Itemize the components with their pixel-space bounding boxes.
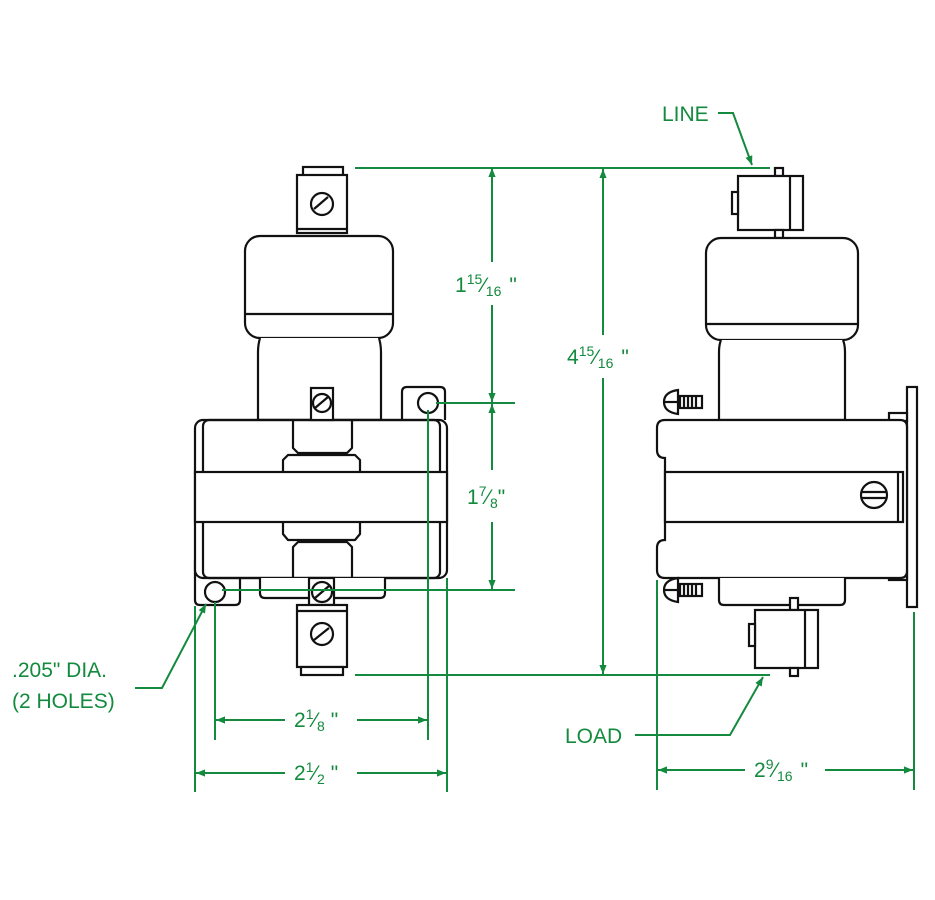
load-label: LOAD — [565, 725, 622, 748]
dim-overall-height: 415⁄16" — [567, 343, 629, 371]
dim-overall-width: 21⁄2" — [294, 759, 338, 787]
screw-icon — [309, 621, 335, 647]
fuse-cap-top — [243, 234, 395, 340]
dim-top-to-mount: 115⁄16" — [455, 271, 517, 299]
screw-icon — [311, 392, 333, 414]
body-band — [193, 470, 449, 524]
mounting-plate — [905, 385, 919, 609]
line-label: LINE — [662, 103, 709, 126]
front-view — [193, 165, 449, 677]
hole-diameter-label: .205" DIA. — [12, 659, 107, 682]
dim-hole-spacing-horizontal: 21⁄8" — [294, 706, 338, 734]
body-band-side — [663, 470, 905, 524]
mount-hole — [203, 580, 227, 604]
screw-head-icon — [859, 480, 889, 510]
dim-depth: 29⁄16" — [754, 756, 808, 784]
dim-mount-spacing-vertical: 17⁄8" — [467, 483, 505, 511]
screw-icon — [309, 191, 335, 217]
line-terminal — [736, 174, 805, 232]
screw-icon — [310, 580, 334, 604]
hole-count-label: (2 HOLES) — [12, 690, 115, 713]
mounting-screw-icon — [662, 388, 704, 416]
terminal-screw-icon — [730, 190, 740, 216]
side-view — [655, 166, 919, 678]
mounting-screw-icon — [662, 576, 704, 604]
dimension-lines — [135, 112, 915, 792]
terminal-screw-icon — [747, 622, 757, 648]
bottom-terminal-cap — [299, 665, 345, 677]
load-terminal — [753, 608, 820, 670]
